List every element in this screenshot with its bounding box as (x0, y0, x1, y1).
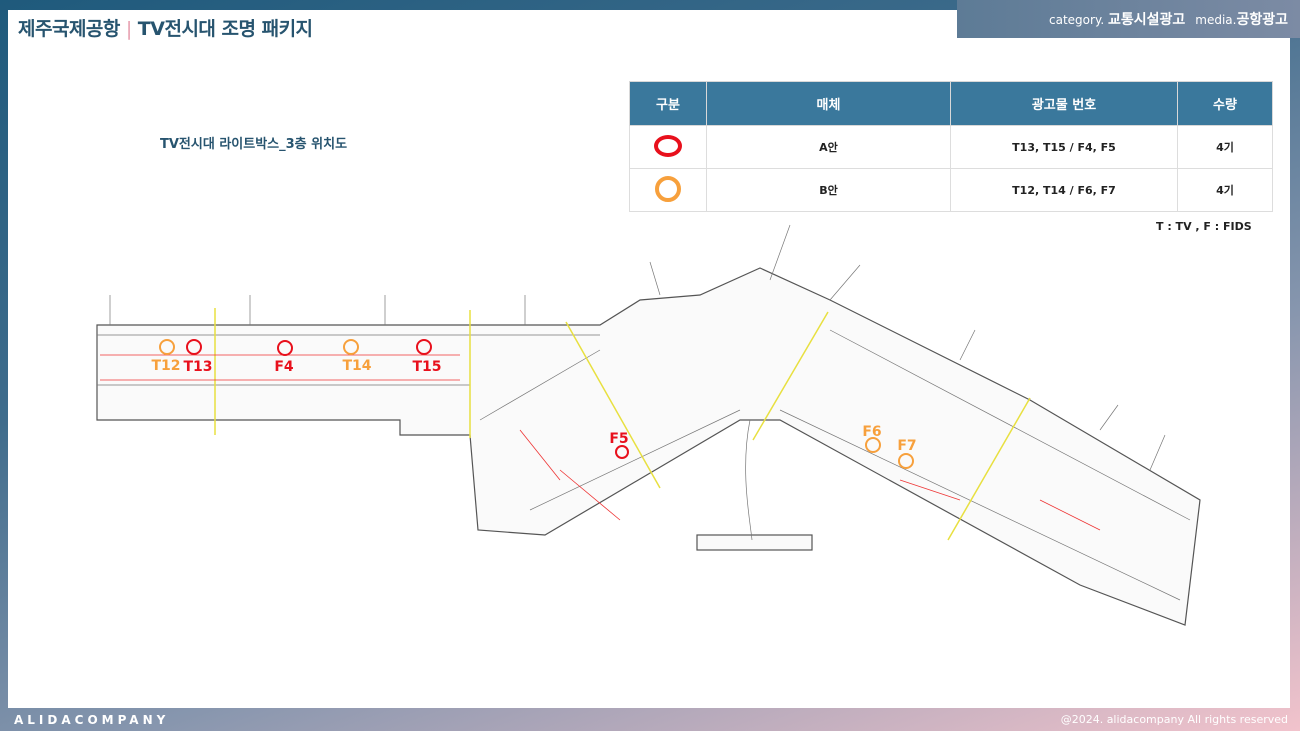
marker-f4-label: F4 (274, 359, 294, 375)
category-value: 교통시설광고 (1107, 12, 1186, 28)
marker-f6-label: F6 (862, 424, 881, 440)
marker-t12-label: T12 (151, 358, 180, 374)
marker-t12-circle (159, 339, 175, 355)
marker-t14-label: T14 (342, 358, 371, 374)
marker-f6-circle (865, 437, 881, 453)
marker-f7-circle (898, 453, 914, 469)
marker-t14-circle (343, 339, 359, 355)
category-label: category. (1049, 13, 1105, 27)
category-tag: category. 교통시설광고 media.공항광고 (957, 0, 1300, 38)
map-subtitle: TV전시대 라이트박스_3층 위치도 (160, 137, 348, 152)
page-title: 제주국제공항|TV전시대 조명 패키지 (18, 18, 313, 40)
media-label: media. (1195, 13, 1237, 27)
legend-note: T : TV , F : FIDS (1156, 220, 1252, 233)
red-circle-icon (654, 134, 682, 157)
marker-t13-circle (186, 339, 202, 355)
marker-f5-label: F5 (609, 431, 628, 447)
marker-f5-circle (615, 445, 629, 459)
footer-copyright: @2024. alidacompany All rights reserved (1060, 713, 1288, 726)
marker-t15-label: T15 (412, 359, 441, 375)
media-value: 공항광고 (1236, 12, 1288, 28)
footer-brand: ALIDACOMPANY (14, 713, 170, 727)
orange-circle-icon (655, 175, 681, 202)
marker-t13-label: T13 (183, 359, 212, 375)
marker-f7-label: F7 (897, 438, 916, 454)
marker-f4-circle (277, 340, 293, 356)
marker-t15-circle (416, 339, 432, 355)
